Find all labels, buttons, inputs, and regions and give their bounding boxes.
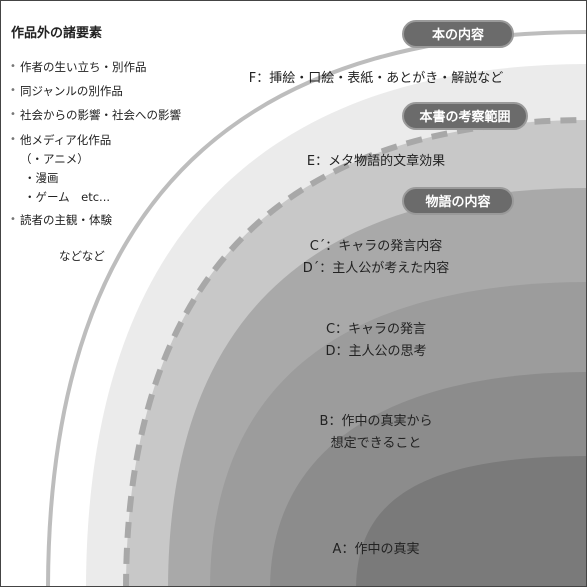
- text-a: A：作中の真実: [332, 542, 420, 557]
- text-d-prime: D´：主人公が考えた内容: [302, 261, 450, 276]
- label-scope: 本書の考察範囲: [402, 102, 528, 130]
- bullet-icon: •: [10, 214, 16, 225]
- outside-etc: などなど: [59, 249, 105, 263]
- outside-item: 社会からの影響・社会への影響: [20, 108, 181, 122]
- text-e: E：メタ物語的文章効果: [306, 154, 446, 169]
- outside-item: ・ゲーム etc...: [24, 190, 111, 204]
- outside-item: 読者の主観・体験: [20, 213, 112, 227]
- bullet-icon: •: [10, 134, 16, 145]
- text-b1: B：作中の真実から: [319, 414, 433, 429]
- bullet-icon: •: [10, 85, 16, 96]
- text-b2: 想定できること: [330, 436, 422, 451]
- text-d: D：主人公の思考: [325, 344, 427, 359]
- outside-title: 作品外の諸要素: [11, 26, 103, 41]
- text-f: F：挿絵・口絵・表紙・あとがき・解説など: [248, 71, 504, 86]
- outside-item: （・アニメ）: [20, 152, 89, 166]
- a-core: [356, 456, 587, 587]
- label-book-content: 本の内容: [402, 20, 514, 48]
- text-c-prime: C´：キャラの発言内容: [309, 239, 443, 254]
- outside-item: 作者の生い立ち・別作品: [20, 60, 147, 74]
- bullet-icon: •: [10, 109, 16, 120]
- outside-item: 同ジャンルの別作品: [20, 84, 123, 98]
- text-c: C：キャラの発言: [325, 322, 427, 337]
- bullet-icon: •: [10, 61, 16, 72]
- outside-item: ・漫画: [24, 171, 59, 185]
- outside-item: 他メディア化作品: [20, 133, 112, 147]
- label-story: 物語の内容: [402, 187, 514, 215]
